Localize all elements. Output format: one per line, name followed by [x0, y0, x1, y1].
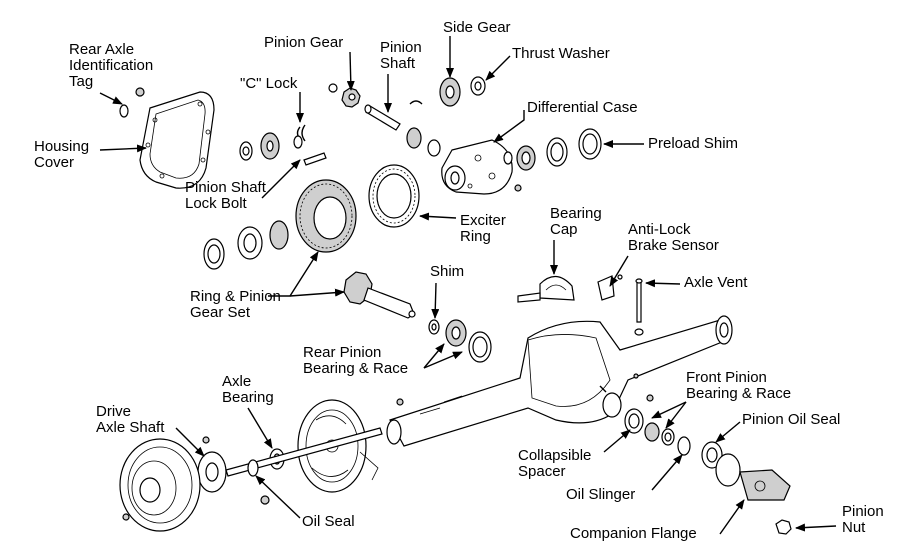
label-drive-axle-shaft: Drive Axle Shaft: [96, 403, 165, 436]
pinion-shaft-part: [364, 104, 401, 131]
pinion-oil-seal-part: [701, 441, 723, 469]
housing-cover-part: [139, 91, 215, 189]
label-pinion-shaft-lock-bolt: Pinion Shaft Lock Bolt: [185, 179, 266, 212]
side-gear-part: [439, 77, 461, 107]
brake-drum-part: [119, 438, 201, 532]
label-c-lock: "C" Lock: [240, 75, 298, 92]
label-pinion-gear: Pinion Gear: [264, 34, 344, 51]
label-preload-shim: Preload Shim: [648, 135, 739, 152]
label-housing-cover: Housing Cover: [34, 138, 90, 171]
rear-pinion-bearing-part: [445, 319, 492, 363]
drive-pinion-part: [343, 271, 416, 319]
label-companion-flange: Companion Flange: [570, 525, 697, 542]
shim-part: [428, 319, 440, 335]
label-differential-case: Differential Case: [527, 99, 638, 116]
housing-bolts: [396, 373, 639, 406]
exciter-ring-part: [368, 164, 420, 228]
carrier-bearings-left: [203, 220, 289, 270]
label-oil-slinger: Oil Slinger: [566, 486, 636, 503]
label-side-gear: Side Gear: [443, 19, 511, 36]
label-front-pinion-bearing-race: Front Pinion Bearing & Race: [686, 369, 792, 402]
drive-axle-shaft-part: [197, 427, 383, 493]
label-rear-pinion-bearing-race: Rear Pinion Bearing & Race: [303, 344, 409, 377]
anti-lock-sensor-part: [597, 274, 623, 301]
label-rear-axle-identification-tag: Rear Axle Identification Tag: [69, 41, 154, 90]
bearing-cap-part: [517, 275, 575, 303]
label-ring-pinion-gear-set: Ring & Pinion Gear Set: [190, 288, 281, 321]
left-side-gear-pack: [239, 132, 303, 161]
pinion-shaft-lock-bolt-part: [303, 152, 327, 166]
label-anti-lock-brake-sensor: Anti-Lock Brake Sensor: [628, 221, 719, 254]
axle-housing-part: [386, 315, 733, 447]
leader-lines: [99, 36, 837, 535]
label-exciter-ring: Exciter Ring: [460, 212, 506, 245]
label-pinion-nut: Pinion Nut: [842, 503, 884, 536]
differential-case-part: [441, 139, 513, 195]
label-shim: Shim: [430, 263, 465, 280]
axle-oil-seal-part: [247, 459, 270, 505]
ring-gear-part: [295, 179, 357, 253]
label-axle-vent: Axle Vent: [684, 274, 748, 291]
oil-slinger-part: [677, 436, 691, 456]
label-pinion-oil-seal: Pinion Oil Seal: [742, 411, 841, 428]
label-bearing-cap: Bearing Cap: [550, 205, 602, 238]
label-thrust-washer: Thrust Washer: [512, 45, 610, 62]
label-collapsible-spacer: Collapsible Spacer: [518, 447, 592, 480]
label-axle-bearing: Axle Bearing: [222, 373, 274, 406]
pinion-mate-gears: [406, 127, 441, 157]
label-pinion-shaft: Pinion Shaft: [380, 39, 422, 72]
collapsible-spacer-part: [624, 408, 644, 434]
c-lock-clip-part: [409, 100, 423, 105]
pinion-nut-part: [775, 519, 792, 535]
preload-bearings: [503, 128, 602, 171]
front-pinion-bearing-part: [644, 422, 675, 446]
case-bolt-part: [514, 184, 522, 192]
companion-flange-part: [715, 453, 791, 501]
axle-vent-part: [634, 278, 644, 336]
thrust-washer-part: [470, 76, 486, 96]
label-oil-seal: Oil Seal: [302, 513, 355, 530]
identification-tag-part: [119, 87, 145, 118]
pinion-gear-part: [328, 83, 361, 108]
